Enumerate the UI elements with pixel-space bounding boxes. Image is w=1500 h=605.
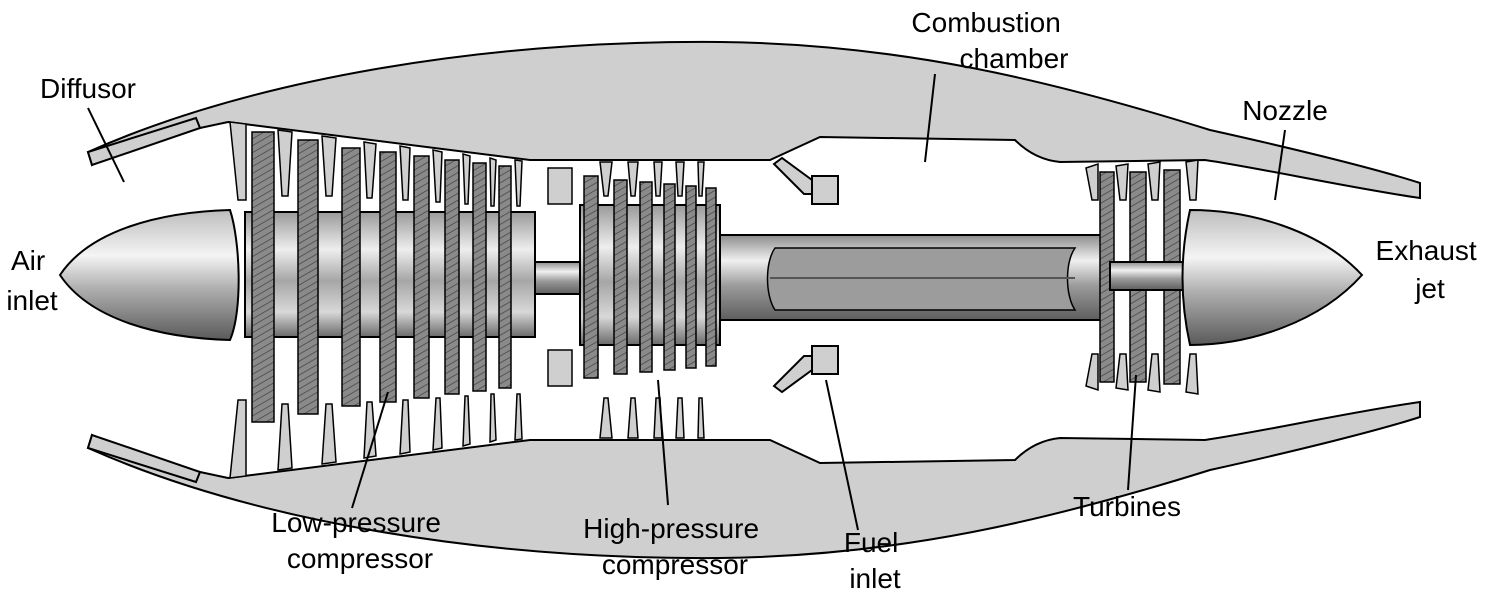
- exhaust-cone: [1181, 208, 1364, 347]
- lp-shaft: [534, 261, 581, 295]
- leader-lines: [87, 73, 1286, 531]
- lp-stator-teeth: [229, 121, 523, 479]
- diffusor-lip-upper: [86, 116, 202, 167]
- label-high-pressure-compressor: High-pressure compressor: [583, 513, 767, 580]
- turbine-shaft: [1109, 261, 1191, 291]
- label-low-pressure-compressor: Low-pressure compressor: [271, 507, 448, 574]
- casing-spacer-upper: [547, 167, 573, 205]
- diffusor-lip-lower: [86, 433, 202, 484]
- casing-lower: [86, 400, 1421, 560]
- casing-upper: [86, 40, 1421, 200]
- label-combustion-chamber: Combustion chamber: [911, 7, 1068, 74]
- hp-compressor-rings: [583, 175, 717, 379]
- inlet-cone: [58, 208, 240, 342]
- label-nozzle: Nozzle: [1242, 95, 1328, 126]
- label-exhaust-jet: Exhaust jet: [1376, 235, 1485, 304]
- fuel-injector-lower: [772, 345, 839, 394]
- label-diffusor: Diffusor: [40, 73, 136, 104]
- lp-compressor-rings: [251, 131, 512, 423]
- label-turbines: Turbines: [1073, 491, 1181, 522]
- turbine-stator-teeth: [1085, 159, 1199, 395]
- casing-spacer-lower: [547, 349, 573, 387]
- label-fuel-inlet: Fuel inlet: [844, 527, 906, 594]
- fuel-injector-upper: [772, 156, 839, 205]
- label-air-inlet: Air inlet: [6, 245, 58, 316]
